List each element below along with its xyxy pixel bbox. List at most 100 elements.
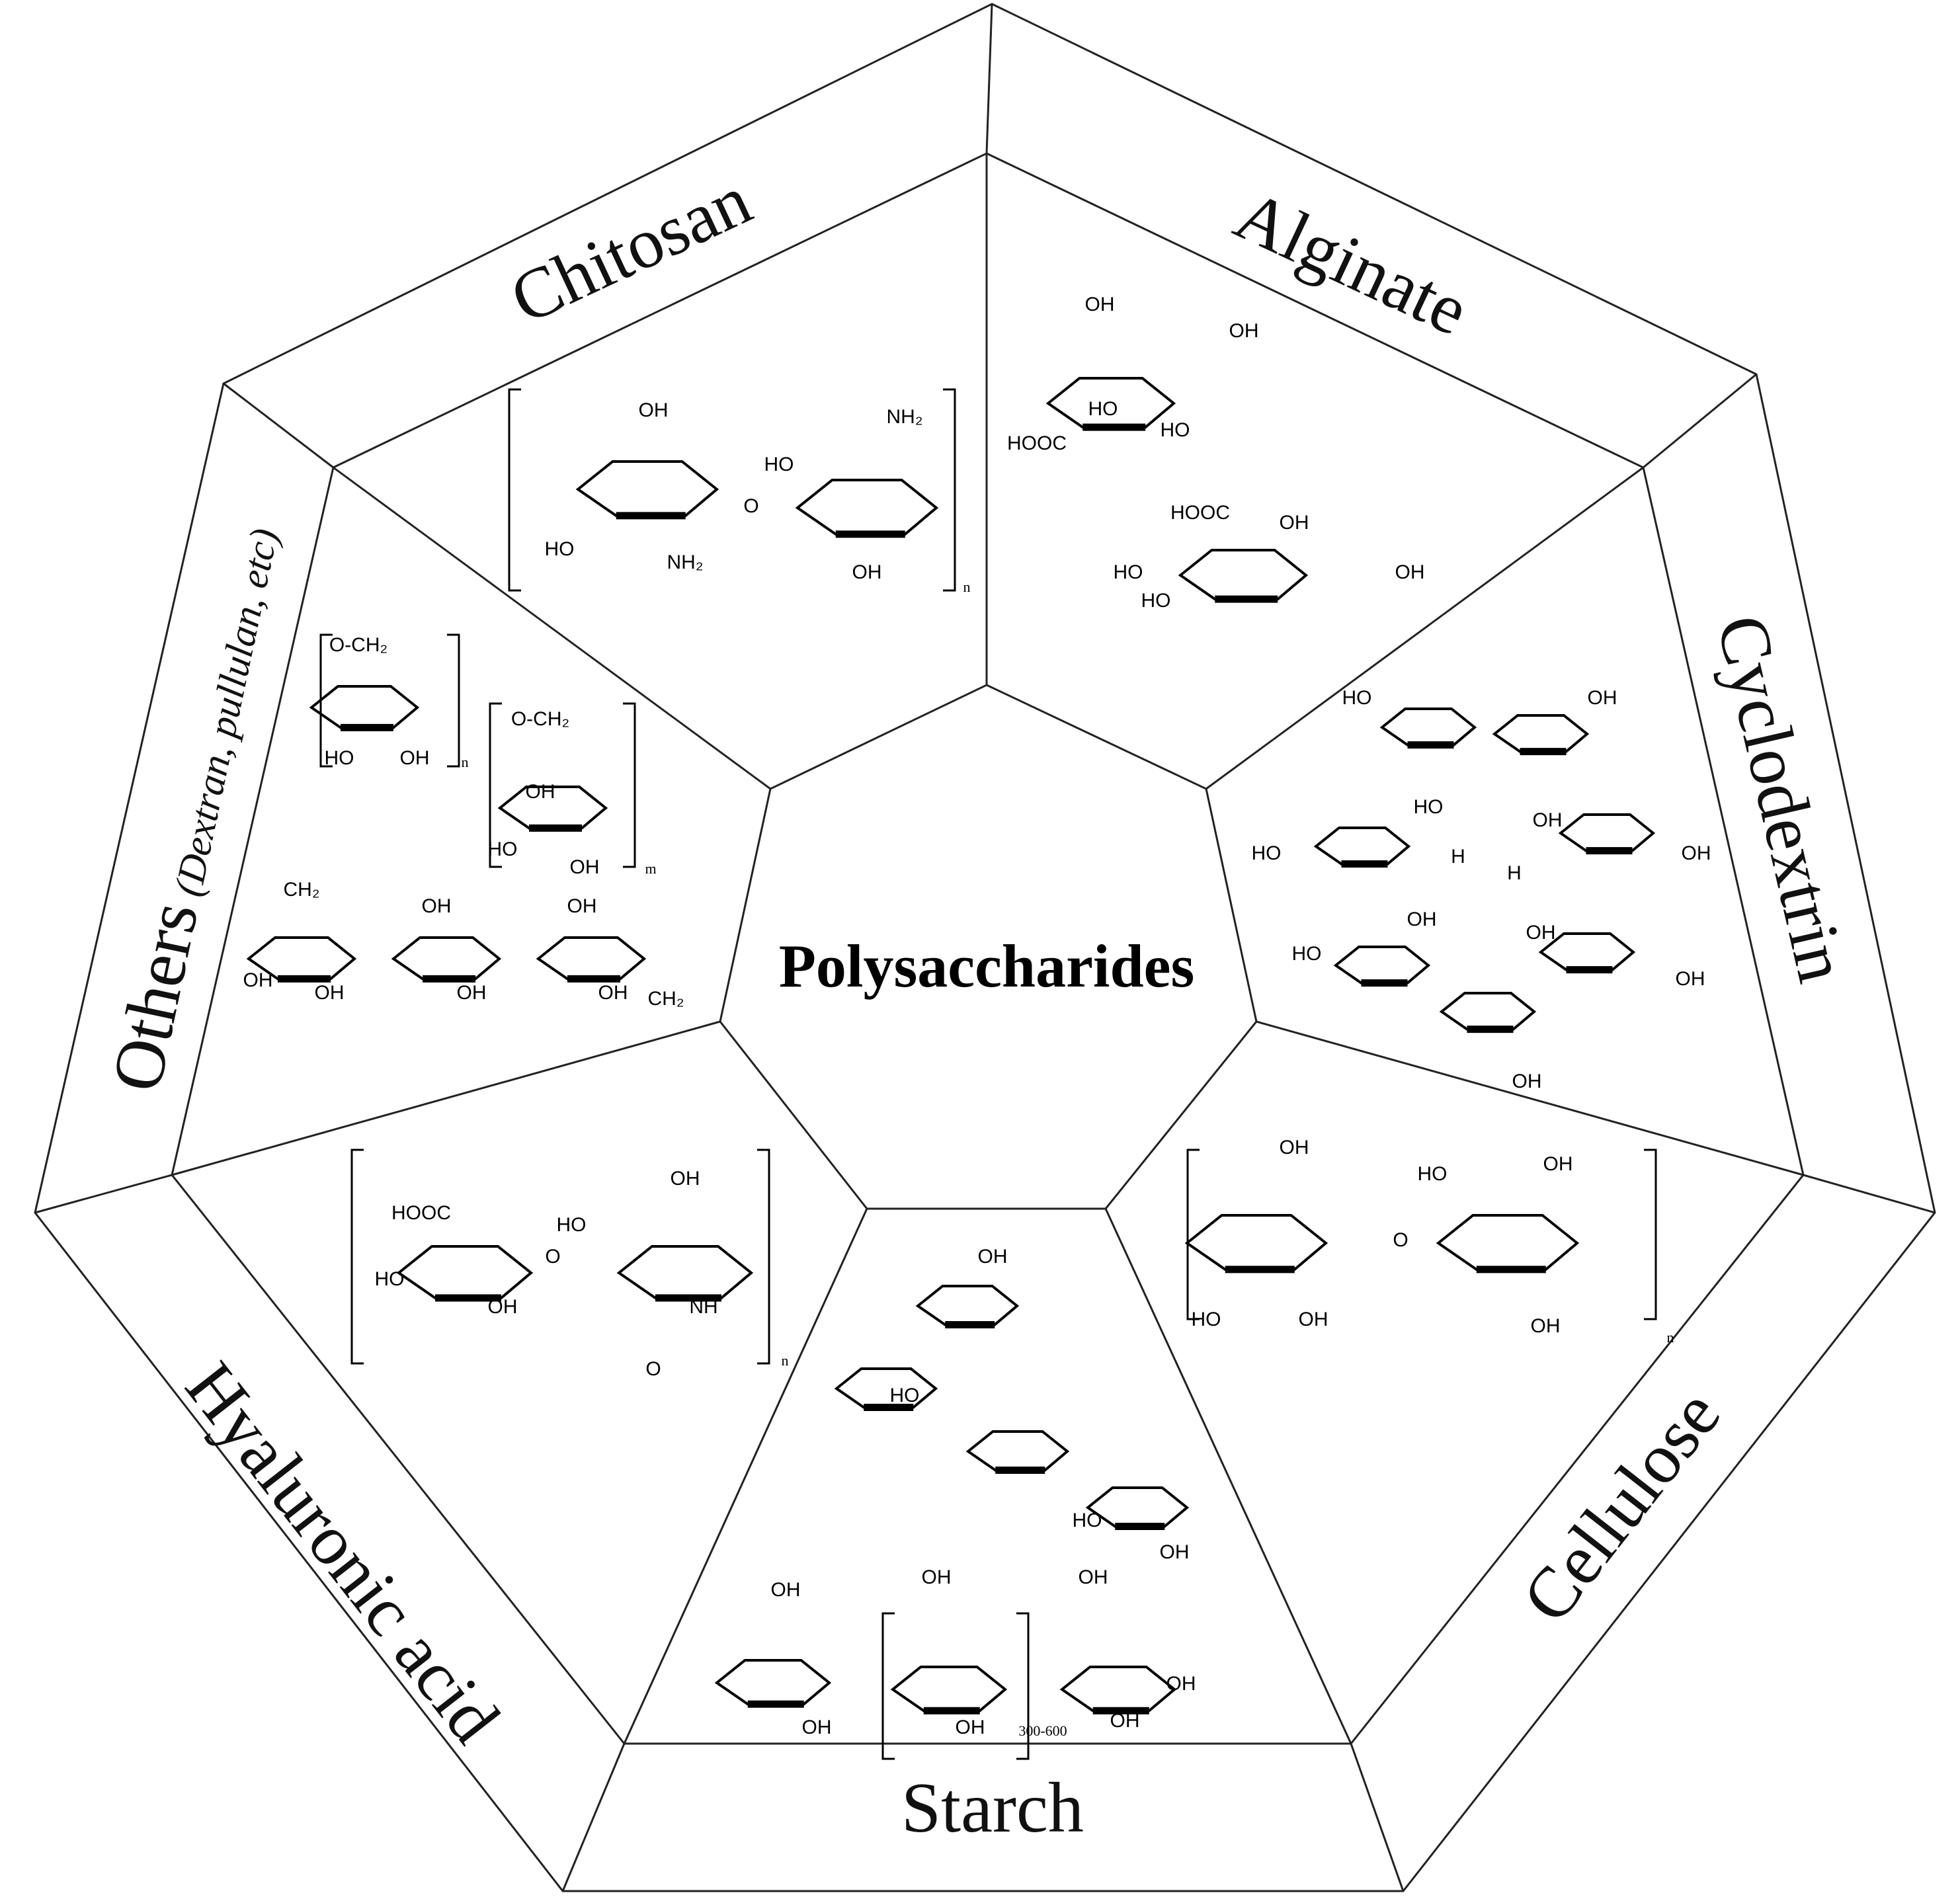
middle-heptagon — [171, 152, 1805, 1745]
close-bracket — [623, 702, 636, 868]
sugar-ring — [1439, 992, 1537, 1031]
structure-label: OH — [1166, 1673, 1196, 1695]
structure-label: OH — [1526, 922, 1556, 944]
structure-label: OH — [400, 747, 430, 769]
sugar-ring — [1184, 1214, 1328, 1271]
structure-label: OH — [852, 561, 882, 583]
structure-label: NH₂ — [667, 551, 704, 573]
structure-label: OH — [1160, 1541, 1190, 1563]
structure-label: HOOC — [391, 1202, 451, 1224]
structure-label: HO — [1292, 943, 1322, 965]
structure-label: OH — [771, 1579, 801, 1601]
sugar-ring — [1333, 946, 1431, 985]
structure-label: HO — [1342, 687, 1372, 709]
structure-label: OH — [639, 399, 669, 421]
structure-label: OH — [488, 1296, 518, 1318]
outer-spokes — [34, 3, 1936, 1892]
open-bracket — [508, 388, 521, 592]
section-label-cyclodextrin: Cyclodextrin — [1701, 608, 1862, 989]
open-bracket — [881, 1612, 895, 1760]
structure-label: OH — [1079, 1566, 1108, 1588]
structure-label: O — [645, 1358, 661, 1380]
structure-label: HO — [1073, 1510, 1102, 1531]
structure-label: O-CH₂ — [329, 634, 388, 656]
structure-label: OH — [457, 982, 487, 1004]
structure-label: HO — [325, 747, 354, 769]
structure-label: OH — [1299, 1309, 1328, 1330]
open-bracket — [1186, 1149, 1200, 1320]
structure-label: OH — [922, 1566, 952, 1588]
structure-label: H — [1451, 846, 1465, 868]
structure-label: HO — [764, 454, 794, 475]
structure-label: OH — [1110, 1710, 1140, 1732]
sugar-ring — [1085, 1486, 1190, 1528]
structure-label: OH — [570, 856, 600, 878]
structure-label: HO — [1252, 842, 1282, 864]
structure-label: n — [1667, 1329, 1674, 1346]
sugar-ring — [575, 460, 719, 517]
structure-label: NH₂ — [887, 406, 923, 428]
sugar-ring — [1558, 813, 1656, 852]
structure-label: H — [1507, 862, 1522, 884]
structure-label: OH — [1395, 561, 1425, 583]
structure-label: O-CH₂ — [511, 708, 569, 730]
section-label-cellulose: Cellulose — [1508, 1376, 1736, 1637]
section-label-hyaluronic-acid: Hyaluronic acid — [171, 1348, 514, 1758]
structure-label: HO — [890, 1385, 920, 1406]
structure-label: CH₂ — [648, 988, 684, 1010]
sugar-ring — [1379, 707, 1477, 747]
center-label: Polysaccharides — [779, 932, 1195, 1000]
sugar-ring — [714, 1659, 832, 1706]
structure-label: OH — [1588, 687, 1617, 709]
structure-label: OH — [1085, 294, 1115, 315]
structure-label: O — [545, 1246, 560, 1268]
inner-spokes — [171, 153, 1804, 1744]
structure-cellulose: OH HO OH HO OH OH On — [1184, 1137, 1674, 1346]
structure-label: OH — [567, 895, 597, 917]
open-bracket — [319, 633, 333, 768]
structure-label: OH — [671, 1168, 700, 1190]
structure-label: OH — [598, 982, 628, 1004]
sugar-ring — [309, 685, 420, 729]
section-label-alginate: Alginate — [1223, 175, 1479, 350]
section-label-chitosan: Chitosan — [499, 161, 762, 339]
sugar-ring — [1059, 1666, 1177, 1713]
structure-label: OH — [1531, 1315, 1561, 1337]
structure-label: OH — [978, 1246, 1008, 1268]
open-bracket — [489, 702, 502, 868]
structure-label: OH — [1676, 968, 1705, 990]
structure-label: HO — [1161, 419, 1190, 441]
structure-label: HO — [1088, 398, 1118, 420]
heptagon-frame — [34, 3, 1936, 1892]
structure-label: HO — [1192, 1309, 1221, 1330]
structure-label: NH — [689, 1296, 717, 1318]
structure-label: OH — [1407, 909, 1437, 930]
structure-label: OH — [1512, 1071, 1542, 1092]
structure-label: OH — [1682, 842, 1711, 864]
close-bracket — [1016, 1612, 1030, 1760]
structure-label: OH — [526, 781, 555, 803]
structure-label: OH — [1280, 1137, 1309, 1158]
sugar-ring — [965, 1430, 1070, 1472]
close-bracket — [943, 388, 956, 592]
sugar-ring — [391, 936, 502, 981]
structure-label: HO — [1418, 1163, 1448, 1185]
structure-label: HO — [1414, 796, 1444, 818]
structure-label: O — [1393, 1229, 1408, 1251]
outer-heptagon — [34, 3, 1936, 1892]
sugar-ring — [396, 1245, 534, 1299]
structure-label: OH — [315, 982, 345, 1004]
structure-label: m — [645, 860, 656, 877]
structure-label: OH — [1543, 1153, 1573, 1175]
sugar-ring — [795, 479, 939, 536]
sugar-ring — [890, 1666, 1008, 1713]
structure-label: OH — [1280, 512, 1309, 534]
structure-label: HOOC — [1170, 502, 1230, 524]
sugar-ring — [1492, 714, 1590, 753]
close-bracket — [757, 1149, 770, 1365]
